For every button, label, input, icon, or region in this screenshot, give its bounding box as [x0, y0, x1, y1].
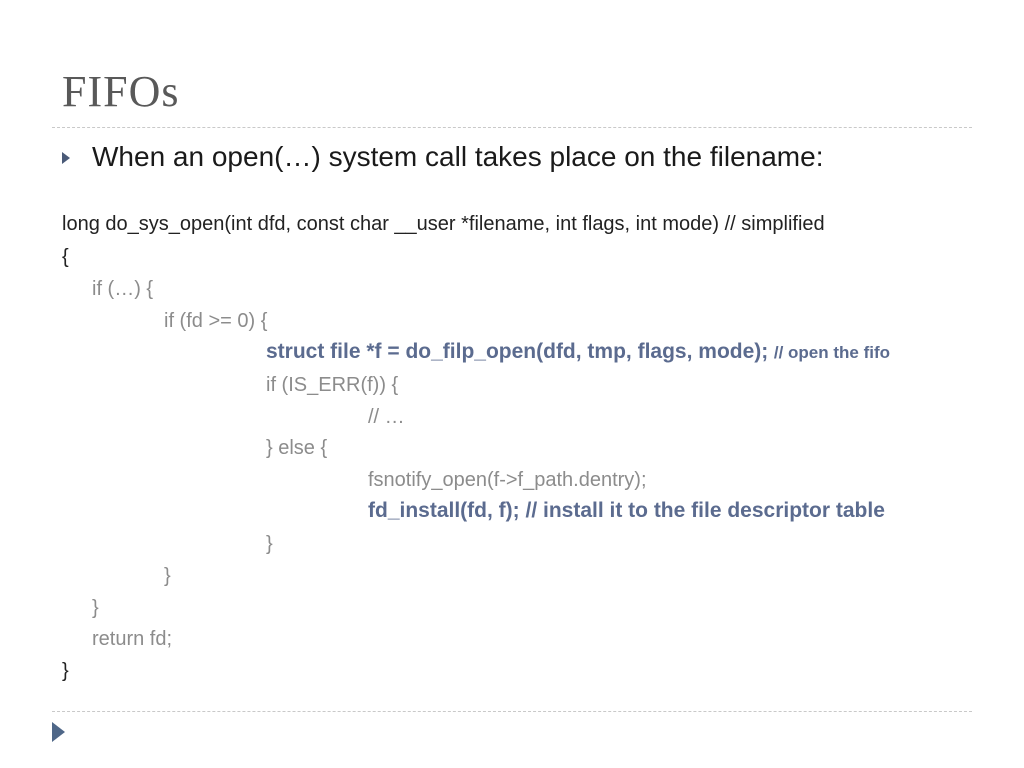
- code-line-if: if (…) {: [92, 278, 154, 300]
- title-divider: [52, 127, 972, 128]
- code-line-else: } else {: [266, 437, 328, 459]
- code-line-close-if: }: [92, 597, 99, 619]
- code-line-return: return fd;: [92, 628, 173, 650]
- code-line-if-fd: if (fd >= 0) {: [164, 310, 268, 332]
- code-open-fifo-comment: // open the fifo: [773, 343, 890, 362]
- footer-divider: [52, 711, 972, 712]
- code-line-ellipsis-comment: // …: [368, 406, 405, 428]
- bullet-text: When an open(…) system call takes place …: [92, 141, 824, 172]
- slide-title: FIFOs: [62, 67, 180, 116]
- code-line-close-else: }: [266, 533, 273, 555]
- code-line-do-filp-open: struct file *f = do_filp_open(dfd, tmp, …: [266, 340, 890, 365]
- code-line-fd-install: fd_install(fd, f); // install it to the …: [368, 499, 885, 522]
- code-line-fsnotify: fsnotify_open(f->f_path.dentry);: [368, 469, 647, 491]
- triangle-bullet-icon: [62, 152, 70, 164]
- code-do-filp-open-statement: struct file *f = do_filp_open(dfd, tmp, …: [266, 340, 769, 363]
- code-line-close-if-fd: }: [164, 565, 171, 587]
- code-line-close-brace: }: [62, 660, 69, 682]
- bullet-point: When an open(…) system call takes place …: [62, 140, 823, 174]
- next-slide-arrow-icon[interactable]: [52, 722, 65, 742]
- code-line-open-brace: {: [62, 246, 69, 268]
- code-line-is-err: if (IS_ERR(f)) {: [266, 374, 399, 396]
- code-line-signature: long do_sys_open(int dfd, const char __u…: [62, 213, 825, 235]
